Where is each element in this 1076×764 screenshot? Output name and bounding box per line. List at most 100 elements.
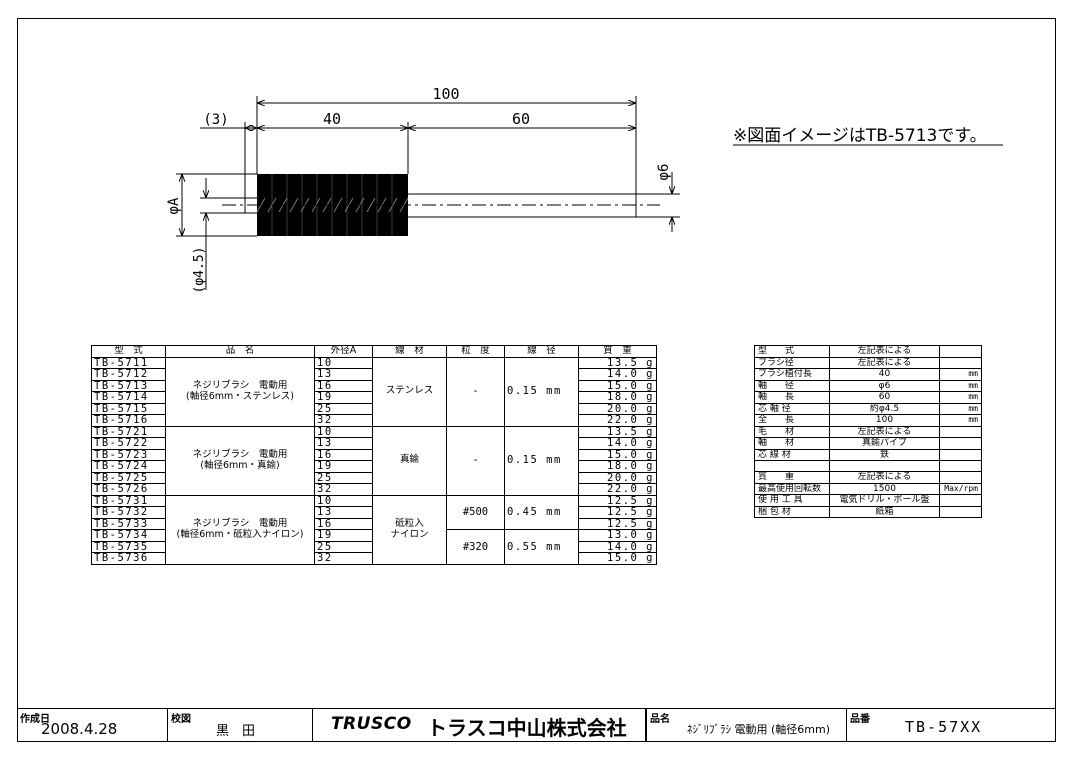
spec-unit (939, 425, 982, 438)
drawing-frame (17, 18, 1056, 742)
product-code-cell: 品番 TB-57XX (846, 708, 1056, 742)
weight-unit: g (646, 518, 654, 530)
product-table-header: 型 式 品 名 外径A 線 材 粒 度 線 径 質 重 (91, 345, 657, 358)
wire-value: 0.55 (507, 540, 539, 553)
diameter-cell: 19 (314, 529, 373, 542)
spec-unit (939, 356, 982, 369)
spec-unit (939, 345, 982, 358)
model-cell: TB-5715 (91, 402, 166, 415)
weight-cell: 14.0 g (578, 368, 657, 381)
weight-cell: 20.0 g (578, 471, 657, 484)
model-cell: TB-5712 (91, 368, 166, 381)
wire-value: 0.15 (507, 385, 539, 398)
dim-phi6-label: φ6 (656, 164, 672, 181)
weight-value: 18.0 (607, 460, 639, 472)
material-line1: 砥粒入 (395, 518, 424, 529)
diameter-cell: 25 (314, 471, 373, 484)
weight-value: 15.0 (607, 380, 639, 392)
spec-row: 梱 包 材紙箱 (754, 505, 982, 518)
weight-value: 14.0 (607, 368, 639, 380)
wire-unit: mm (546, 454, 562, 467)
spec-value: 電気ドリル・ボール盤 (829, 494, 940, 507)
spec-label: 芯 線 材 (754, 448, 830, 461)
material-cell: ステンレス (372, 356, 447, 427)
model-cell: TB-5723 (91, 448, 166, 461)
weight-cell: 22.0 g (578, 414, 657, 427)
spec-value: φ6 (829, 379, 940, 392)
weight-cell: 18.0 g (578, 460, 657, 473)
weight-value: 22.0 (607, 483, 639, 495)
weight-unit: g (646, 506, 654, 518)
model-cell: TB-5721 (91, 425, 166, 438)
spec-label: 軸 材 (754, 437, 830, 450)
spec-unit: mm (939, 368, 982, 381)
weight-cell: 13.0 g (578, 529, 657, 542)
model-cell: TB-5725 (91, 471, 166, 484)
spec-value (829, 460, 940, 472)
table-row: TB-5711 ネジリブラシ 電動用(軸径6mm・ステンレス) 10 ステンレス… (91, 356, 657, 427)
spec-value: 約φ4.5 (829, 402, 940, 415)
model-cell: TB-5736 (91, 552, 166, 565)
model-cell: TB-5734 (91, 529, 166, 542)
diameter-cell: 13 (314, 506, 373, 519)
weight-cell: 22.0 g (578, 483, 657, 496)
weight-cell: 18.0 g (578, 391, 657, 404)
spec-unit (939, 505, 982, 518)
spec-label: 軸 径 (754, 379, 830, 392)
spec-label: 全 長 (754, 414, 830, 427)
spec-row: ブラシ径左記表による (754, 356, 982, 369)
spec-row: 使 用 工 具電気ドリル・ボール盤 (754, 494, 982, 507)
weight-value: 15.0 (607, 449, 639, 461)
spec-row: 型 式左記表による (754, 345, 982, 358)
weight-unit: g (646, 380, 654, 392)
product-table: 型 式 品 名 外径A 線 材 粒 度 線 径 質 重 TB-5711 ネジリブ… (91, 345, 657, 565)
grit-cell: #320 (446, 529, 505, 565)
spec-unit (939, 460, 982, 472)
wire-cell: 0.45 mm (504, 494, 579, 530)
spec-value: 左記表による (829, 471, 940, 484)
wire-unit: mm (546, 385, 562, 398)
spec-row: 毛 材左記表による (754, 425, 982, 438)
weight-unit: g (646, 368, 654, 380)
spec-unit (939, 448, 982, 461)
title-block (17, 708, 1056, 742)
weight-unit: g (646, 449, 654, 461)
weight-value: 12.5 (607, 506, 639, 518)
product-name-line1: ネジリブラシ 電動用 (192, 518, 288, 529)
wire-value: 0.15 (507, 454, 539, 467)
weight-value: 18.0 (607, 391, 639, 403)
col-name: 品 名 (165, 345, 315, 358)
weight-cell: 20.0 g (578, 402, 657, 415)
diameter-cell: 16 (314, 517, 373, 530)
product-name-line2: (軸径6mm・真鍮) (200, 459, 280, 471)
spec-row: 軸 材真鍮パイプ (754, 437, 982, 450)
spec-row: 質 重左記表による (754, 471, 982, 484)
material-cell: 真鍮 (372, 425, 447, 496)
spec-value: 真鍮パイプ (829, 437, 940, 450)
material-line2: ナイロン (390, 528, 429, 540)
material-cell: 砥粒入ナイロン (372, 494, 447, 565)
spec-value: 40 (829, 368, 940, 381)
weight-value: 20.0 (607, 472, 639, 484)
spec-label: 最高使用回転数 (754, 482, 830, 495)
table-row: TB-5731 ネジリブラシ 電動用(軸径6mm・砥粒入ナイロン) 10 砥粒入… (91, 494, 657, 565)
weight-value: 13.0 (607, 529, 639, 541)
dim-offset-label: (3) (203, 112, 228, 128)
wire-cell: 0.15 mm (504, 425, 579, 496)
diameter-cell: 19 (314, 391, 373, 404)
diameter-cell: 13 (314, 368, 373, 381)
weight-cell: 14.0 g (578, 540, 657, 553)
spec-row: 芯 線 材鉄 (754, 448, 982, 461)
spec-label: ブラシ植付長 (754, 368, 830, 381)
col-material: 線 材 (372, 345, 447, 358)
weight-cell: 12.5 g (578, 494, 657, 507)
model-cell: TB-5735 (91, 540, 166, 553)
table-row: TB-5712 13 14.0 g (91, 368, 657, 381)
